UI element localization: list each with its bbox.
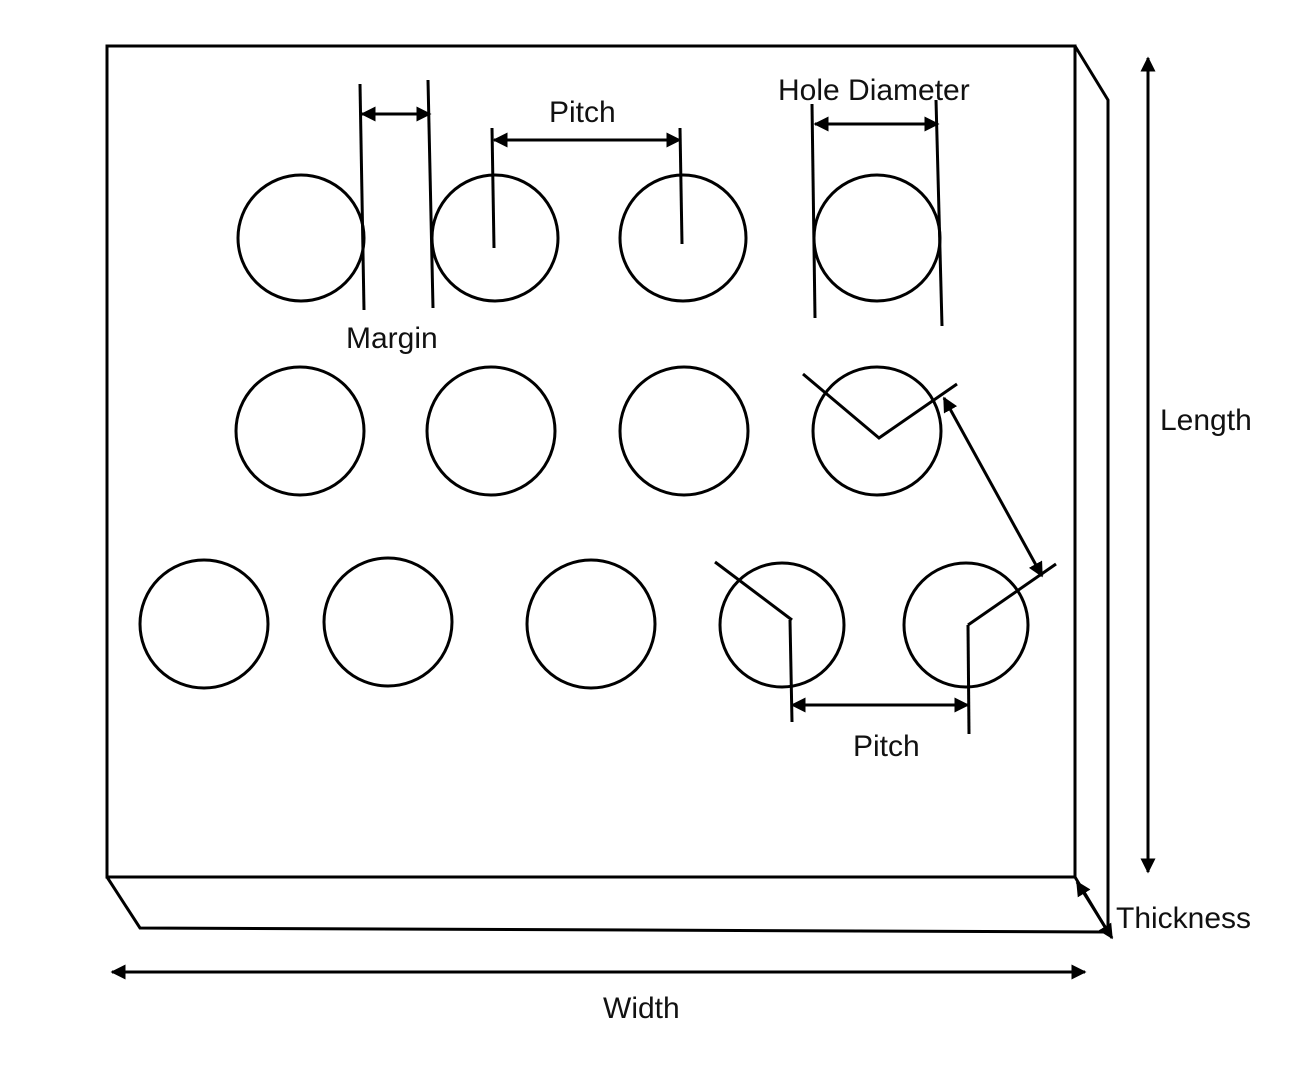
hole [811, 365, 943, 497]
hole [718, 561, 846, 689]
width-label: Width [603, 992, 680, 1025]
hole-diameter-dimension: Hole Diameter [778, 74, 970, 327]
hole [525, 558, 657, 690]
thickness-label: Thickness [1116, 902, 1251, 935]
hole [234, 365, 366, 497]
pitch-bottom-dimension: Pitch [788, 619, 971, 763]
width-dimension: Width [110, 964, 1087, 1025]
pitch-top-label: Pitch [549, 96, 616, 129]
hole [236, 173, 366, 303]
hole [138, 558, 270, 690]
hole [902, 561, 1030, 689]
plate-bottom-edge [105, 876, 1109, 934]
margin-dimension: Margin [346, 79, 438, 355]
pitch-bottom-label: Pitch [853, 730, 920, 763]
length-dimension: Length [1140, 56, 1252, 874]
thickness-dimension: Thickness [1075, 880, 1251, 940]
pitch-top-dimension: Pitch [490, 96, 684, 249]
hole-diameter-label: Hole Diameter [778, 74, 970, 107]
hole [812, 173, 942, 303]
hole [322, 556, 454, 688]
hole [618, 365, 750, 497]
length-label: Length [1160, 404, 1252, 437]
plate [105, 44, 1110, 934]
holes [138, 173, 1030, 690]
plate-side-edge [1073, 45, 1110, 932]
margin-label: Margin [346, 322, 438, 355]
pitch-diagonal-dimension [714, 372, 1057, 627]
hole [425, 365, 557, 497]
